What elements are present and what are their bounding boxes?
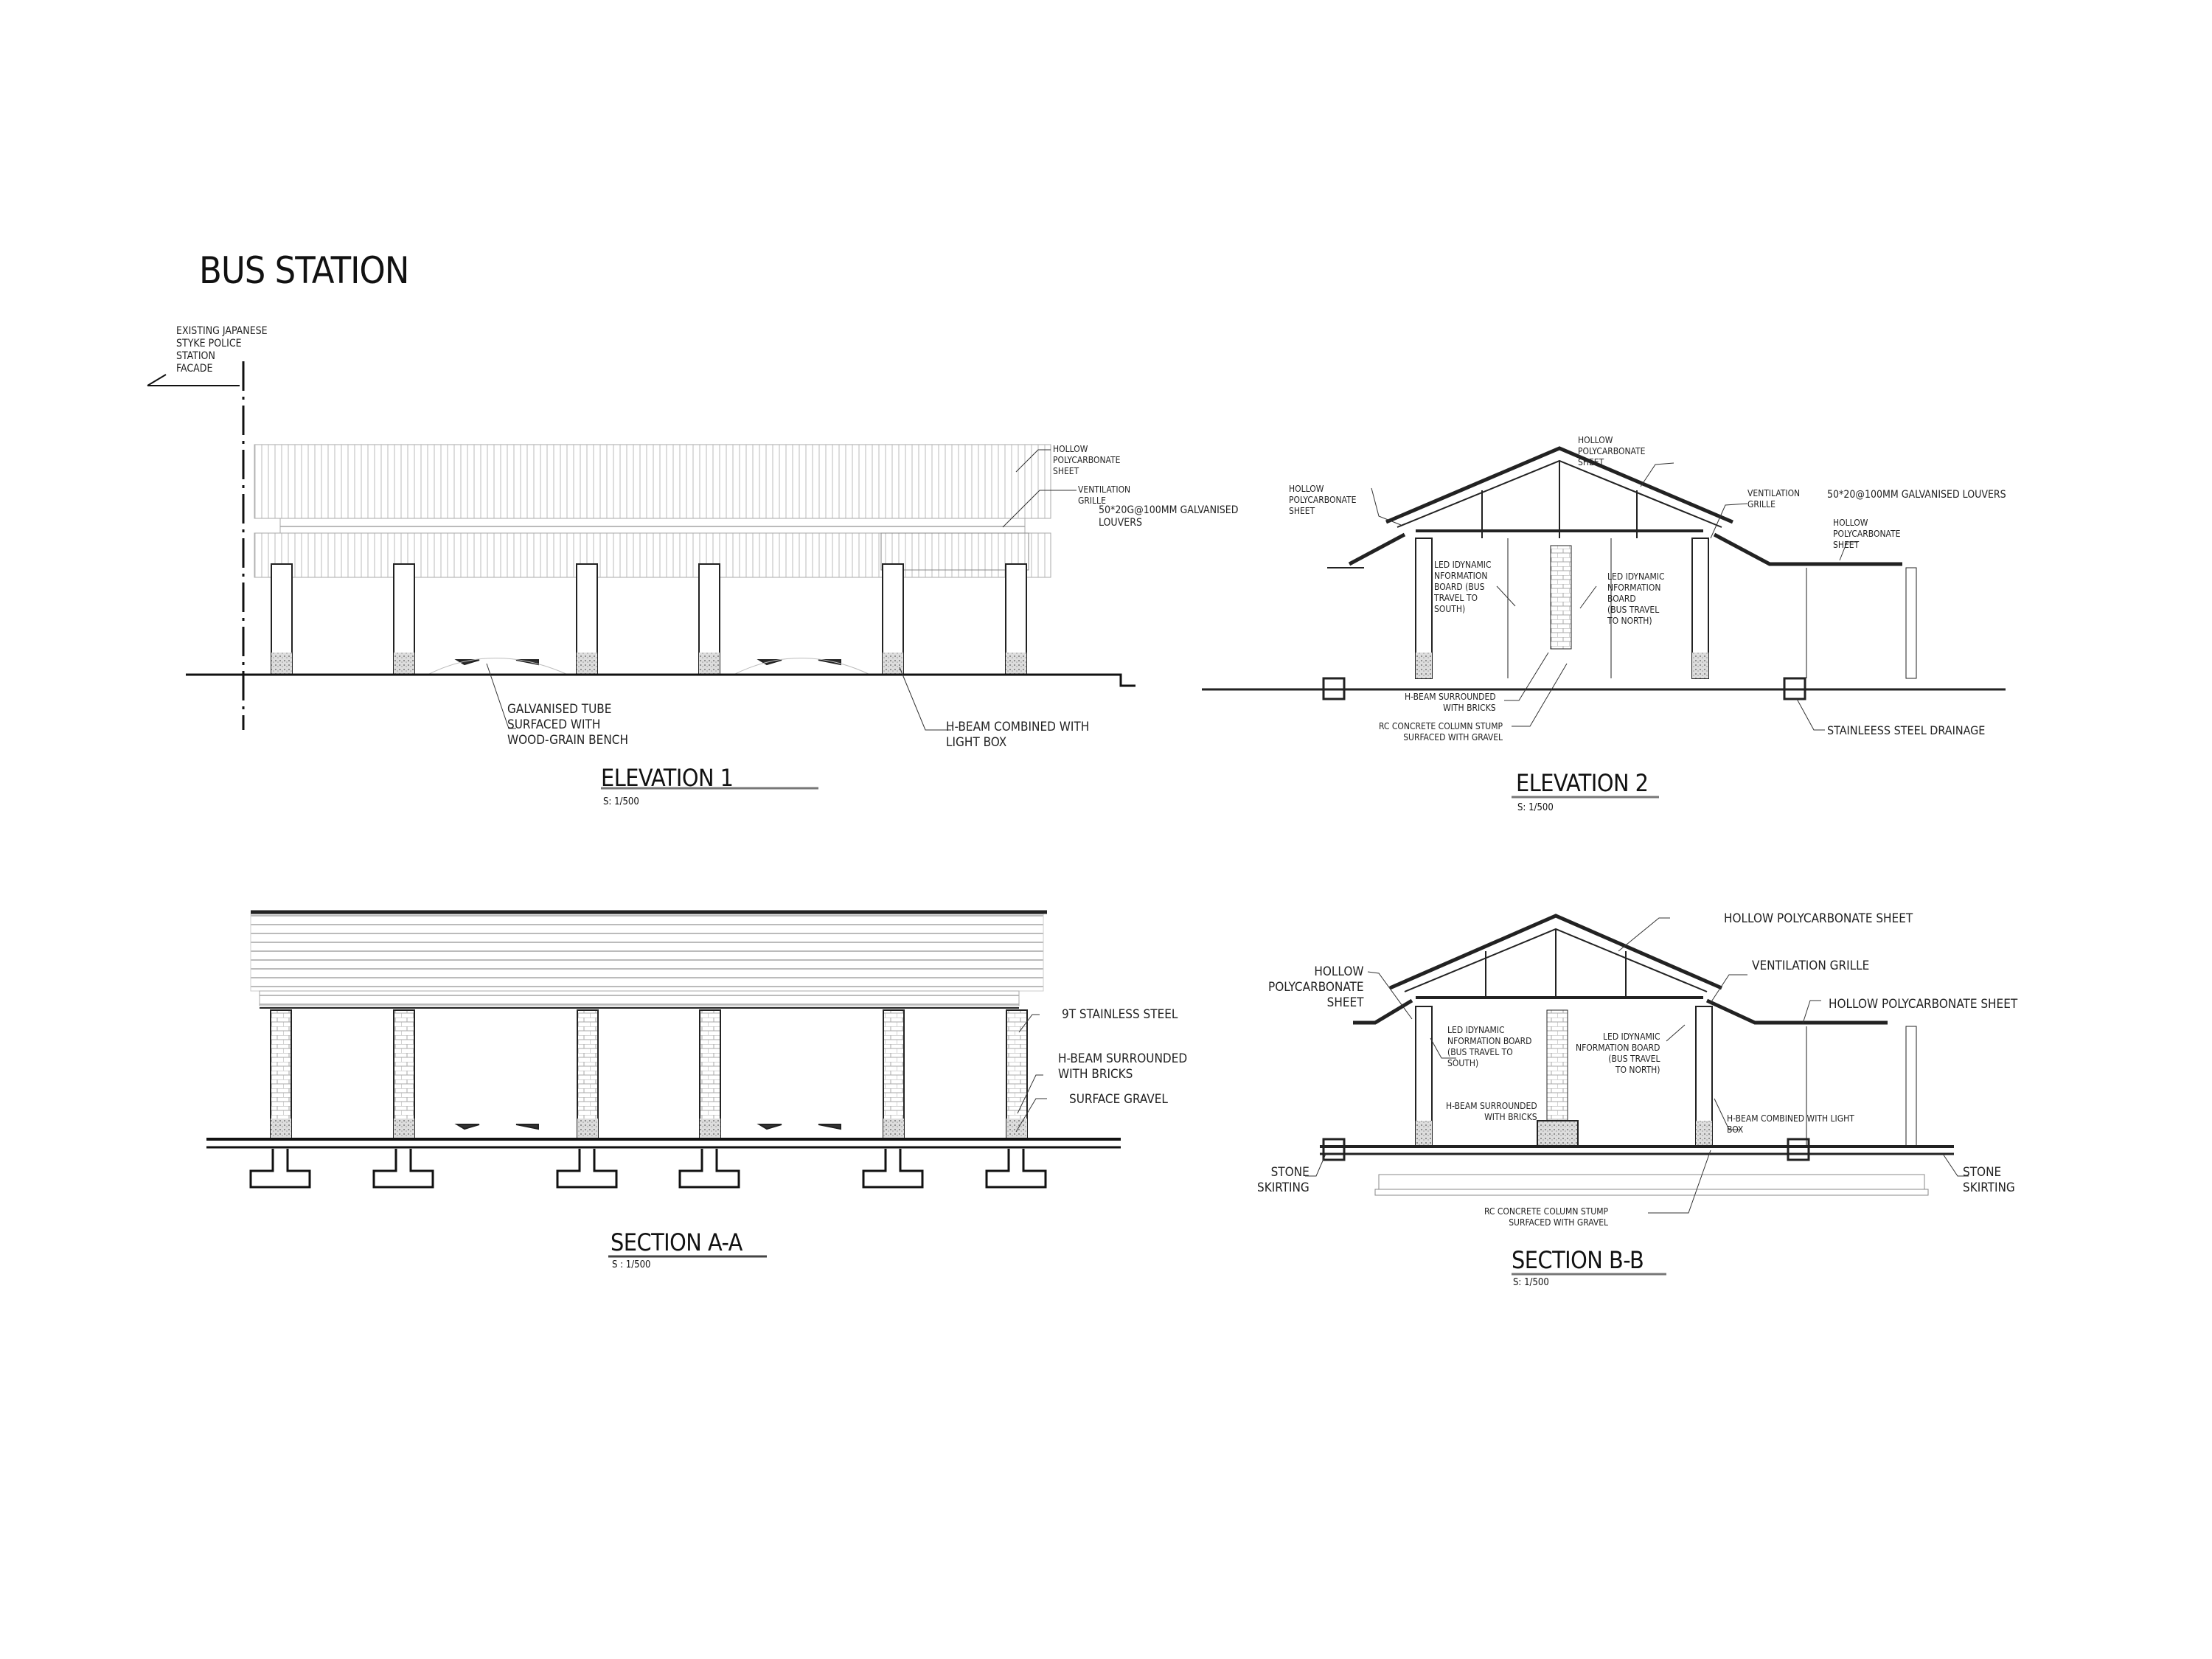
note-rc-stump: RC CONCRETE COLUMN STUMP SURFACED WITH G… bbox=[1379, 721, 1503, 742]
note-existing-facade: EXISTING JAPANESE STYKE POLICE STATION F… bbox=[176, 325, 268, 375]
view-scale-elevation-1: S: 1/500 bbox=[603, 796, 639, 807]
note-hbeam-bricks: H-BEAM SURROUNDED WITH BRICKS bbox=[1058, 1051, 1188, 1082]
note-polycarbonate-right: HOLLOW POLYCARBONATE SHEET bbox=[1829, 997, 2018, 1012]
section-aa-drawing bbox=[206, 910, 1121, 1189]
view-title-section-aa: SECTION A-A bbox=[611, 1228, 742, 1256]
note-led-board-south: LED IDYNAMIC NFORMATION BOARD (BUS TRAVE… bbox=[1447, 1025, 1532, 1068]
note-polycarbonate-right: HOLLOW POLYCARBONATE SHEET bbox=[1833, 518, 1901, 550]
note-hbeam-lightbox: H-BEAM COMBINED WITH LIGHT BOX bbox=[1727, 1113, 1854, 1135]
view-scale-section-bb: S: 1/500 bbox=[1513, 1277, 1549, 1288]
note-stainless-steel: 9T STAINLESS STEEL bbox=[1062, 1007, 1178, 1022]
note-ventilation-grille: VENTILATION GRILLE bbox=[1747, 488, 1801, 509]
note-polycarbonate-top: HOLLOW POLYCARBONATE SHEET bbox=[1724, 911, 1913, 926]
view-scale-section-aa: S : 1/500 bbox=[612, 1259, 651, 1270]
note-polycarbonate-top: HOLLOW POLYCARBONATE SHEET bbox=[1578, 435, 1646, 467]
view-title-elevation-1: ELEVATION 1 bbox=[601, 764, 734, 792]
sheet-title: BUS STATION bbox=[199, 249, 409, 292]
note-stone-skirting-left: STONE SKIRTING bbox=[1257, 1165, 1310, 1195]
note-ventilation-grille: VENTILATION GRILLE bbox=[1752, 959, 1870, 973]
note-ventilation-grille: VENTILATION GRILLE bbox=[1078, 484, 1131, 506]
note-hbeam-bricks: H-BEAM SURROUNDED WITH BRICKS bbox=[1405, 692, 1496, 713]
note-polycarbonate-left: HOLLOW POLYCARBONATE SHEET bbox=[1289, 484, 1357, 516]
note-louvers: 50*20G@100MM GALVANISED LOUVERS bbox=[1099, 504, 1239, 529]
view-title-section-bb: SECTION B-B bbox=[1512, 1246, 1644, 1274]
note-hbeam-lightbox: H-BEAM COMBINED WITH LIGHT BOX bbox=[946, 720, 1090, 750]
note-drainage: STAINLEESS STEEL DRAINAGE bbox=[1827, 723, 1986, 737]
elevation-2-drawing bbox=[1202, 446, 2006, 731]
elevation-1-drawing bbox=[147, 361, 1135, 731]
note-polycarbonate-left: HOLLOW POLYCARBONATE SHEET bbox=[1268, 964, 1364, 1010]
note-rc-stump: RC CONCRETE COLUMN STUMP SURFACED WITH G… bbox=[1484, 1206, 1609, 1228]
note-louvers: 50*20@100MM GALVANISED LOUVERS bbox=[1827, 489, 2006, 501]
note-led-board-south: LED IDYNAMIC NFORMATION BOARD (BUS TRAVE… bbox=[1434, 560, 1492, 614]
section-bb-drawing bbox=[1305, 914, 1969, 1214]
note-surface-gravel: SURFACE GRAVEL bbox=[1069, 1092, 1168, 1107]
view-scale-elevation-2: S: 1/500 bbox=[1517, 802, 1554, 813]
note-stone-skirting-right: STONE SKIRTING bbox=[1963, 1165, 2015, 1195]
note-hbeam-bricks: H-BEAM SURROUNDED WITH BRICKS bbox=[1446, 1101, 1537, 1122]
note-led-board-north: LED IDYNAMIC NFORMATION BOARD (BUS TRAVE… bbox=[1607, 571, 1665, 626]
note-bench: GALVANISED TUBE SURFACED WITH WOOD-GRAIN… bbox=[507, 702, 628, 748]
note-polycarbonate: HOLLOW POLYCARBONATE SHEET bbox=[1053, 444, 1121, 476]
note-led-board-north: LED IDYNAMIC NFORMATION BOARD (BUS TRAVE… bbox=[1576, 1032, 1660, 1075]
view-title-elevation-2: ELEVATION 2 bbox=[1516, 769, 1649, 797]
